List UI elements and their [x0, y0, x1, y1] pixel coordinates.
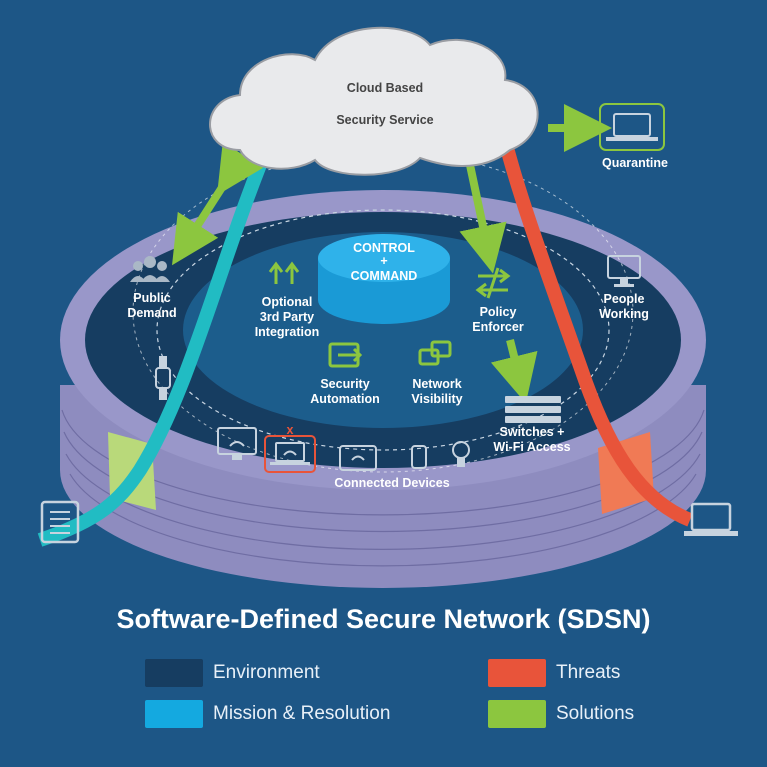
cloud-title-line1: Cloud Based — [347, 81, 423, 95]
legend-item-threats: Threats — [488, 659, 620, 687]
quarantine-label: Quarantine — [602, 156, 668, 170]
users-icon — [130, 256, 170, 282]
laptop-icon — [684, 502, 738, 536]
switch-icon — [505, 396, 561, 423]
legend-label: Environment — [213, 662, 320, 683]
center-line1: CONTROL — [353, 241, 415, 255]
optional-line1: Optional — [262, 295, 313, 309]
people-line2: Working — [599, 307, 649, 321]
security-line2: Automation — [310, 392, 379, 406]
automation-icon — [328, 342, 363, 368]
switches-line1: Switches + — [500, 425, 565, 439]
monitor-icon — [217, 427, 257, 460]
blocked-mark: x — [287, 423, 294, 437]
switches-line2: Wi-Fi Access — [493, 440, 570, 454]
quarantine-box — [599, 103, 665, 151]
inner-environment — [132, 151, 634, 473]
optional-line2: 3rd Party — [260, 310, 314, 324]
policy-line2: Enforcer — [472, 320, 524, 334]
blocked-device-frame — [264, 435, 316, 473]
lightbulb-icon — [452, 441, 470, 467]
legend-label: Threats — [556, 662, 621, 683]
security-line1: Security — [320, 377, 369, 391]
control-command-cylinder: CONTROL + COMMAND — [318, 234, 450, 324]
network-line1: Network — [412, 377, 461, 391]
tablet-icon — [339, 445, 377, 471]
optional-line3: Integration — [255, 325, 320, 339]
center-line3: COMMAND — [351, 269, 418, 283]
cloud-service: Cloud Based Security Service — [209, 26, 539, 176]
connected-devices-label: Connected Devices — [334, 476, 449, 490]
phone-icon — [411, 445, 427, 469]
legend-item-mission: Mission & Resolution — [145, 700, 390, 728]
cloud-title-line2: Security Service — [336, 113, 433, 127]
quarantine-node: Quarantine — [599, 103, 668, 170]
laptop-icon — [264, 435, 316, 473]
public-demand-line2: Demand — [127, 306, 176, 320]
laptop-icon — [606, 113, 658, 141]
legend-label: Solutions — [556, 703, 635, 724]
legend-swatch — [488, 659, 546, 687]
policy-icon — [475, 267, 511, 299]
legend-item-solutions: Solutions — [488, 700, 634, 728]
network-line2: Visibility — [411, 392, 462, 406]
people-line1: People — [604, 292, 645, 306]
monitor-icon — [607, 255, 641, 287]
legend-item-environment: Environment — [145, 659, 320, 687]
public-demand-line1: Public — [133, 291, 171, 305]
solution-arrows — [172, 104, 612, 404]
legend-swatch — [145, 659, 203, 687]
integration-icon — [268, 261, 300, 284]
document-icon — [40, 500, 80, 544]
network-icon — [418, 340, 452, 366]
legend-label: Mission & Resolution — [213, 703, 391, 724]
legend-swatch — [145, 700, 203, 728]
legend-swatch — [488, 700, 546, 728]
center-line2: + — [380, 254, 387, 268]
diagram-title: Software-Defined Secure Network (SDSN) — [116, 604, 651, 634]
smartwatch-icon — [155, 356, 171, 400]
policy-line1: Policy — [480, 305, 517, 319]
